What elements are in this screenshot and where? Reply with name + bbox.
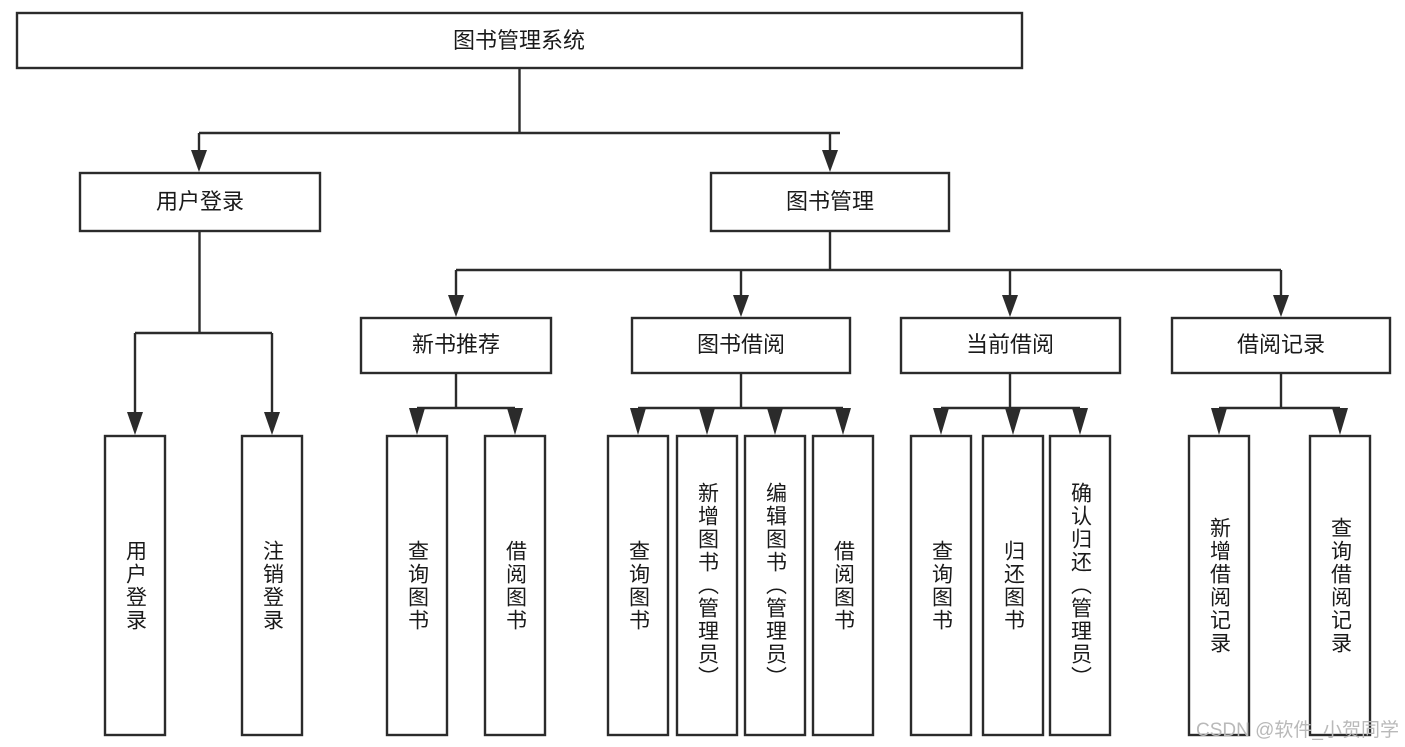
node-leaf-confirm-return[interactable]: 确认归还（管理员）	[1048, 434, 1112, 737]
node-current-borrow[interactable]: 当前借阅	[899, 316, 1122, 375]
arrowhead-book-manage	[822, 150, 838, 172]
node-user-login-rect[interactable]	[78, 171, 322, 233]
arrowhead-new-book-recommend	[448, 295, 464, 317]
node-leaf-edit-book[interactable]: 编辑图书（管理员）	[743, 434, 807, 737]
node-leaf-query-book-2-rect[interactable]	[606, 434, 670, 737]
node-leaf-return-book-label: 归还图书	[1001, 539, 1025, 632]
node-leaf-user-logout[interactable]: 注销登录	[240, 434, 304, 737]
node-leaf-edit-book-label: 编辑图书（管理员）	[763, 482, 787, 689]
node-borrow-record-rect[interactable]	[1170, 316, 1392, 375]
node-new-book-recommend[interactable]: 新书推荐	[359, 316, 553, 375]
node-leaf-add-record[interactable]: 新增借阅记录	[1187, 434, 1251, 737]
arrowhead-book-borrow	[733, 295, 749, 317]
arrowhead-current-borrow	[1002, 295, 1018, 317]
arrowhead-leaf-confirm-return	[1072, 408, 1088, 435]
arrowhead-leaf-user-login	[127, 412, 143, 435]
node-new-book-recommend-label: 新书推荐	[412, 332, 500, 357]
node-leaf-query-book-2-label: 查询图书	[626, 539, 650, 632]
node-current-borrow-label: 当前借阅	[966, 332, 1054, 357]
node-borrow-record-label: 借阅记录	[1237, 332, 1325, 357]
node-root[interactable]: 图书管理系统	[15, 11, 1024, 70]
node-leaf-query-book-1[interactable]: 查询图书	[385, 434, 449, 737]
arrowhead-borrow-record	[1273, 295, 1289, 317]
node-book-manage-label: 图书管理	[786, 189, 874, 214]
connector-group	[127, 68, 1348, 435]
node-leaf-query-book-1-rect[interactable]	[385, 434, 449, 737]
node-leaf-borrow-book-1[interactable]: 借阅图书	[483, 434, 547, 737]
node-leaf-query-book-3-rect[interactable]	[909, 434, 973, 737]
node-leaf-edit-book-rect[interactable]	[743, 434, 807, 737]
node-leaf-add-book[interactable]: 新增图书（管理员）	[675, 434, 739, 737]
arrowhead-leaf-query-book-2	[630, 408, 646, 435]
node-leaf-user-login-label: 用户登录	[123, 539, 147, 632]
node-user-login[interactable]: 用户登录	[78, 171, 322, 233]
node-root-label: 图书管理系统	[453, 28, 585, 53]
node-leaf-borrow-book-2[interactable]: 借阅图书	[811, 434, 875, 737]
arrowhead-leaf-query-record	[1332, 408, 1348, 435]
node-leaf-query-record-rect[interactable]	[1308, 434, 1372, 737]
node-leaf-add-record-label: 新增借阅记录	[1207, 516, 1231, 655]
node-leaf-borrow-book-2-label: 借阅图书	[831, 539, 855, 632]
node-leaf-query-book-3-label: 查询图书	[929, 539, 953, 632]
arrowhead-leaf-add-book	[699, 408, 715, 435]
arrowhead-leaf-borrow-book-1	[507, 408, 523, 435]
node-book-manage[interactable]: 图书管理	[709, 171, 951, 233]
node-leaf-query-record-label: 查询借阅记录	[1328, 516, 1352, 655]
node-user-login-label: 用户登录	[156, 189, 244, 214]
node-borrow-record[interactable]: 借阅记录	[1170, 316, 1392, 375]
node-leaf-user-login[interactable]: 用户登录	[103, 434, 167, 737]
node-new-book-recommend-rect[interactable]	[359, 316, 553, 375]
node-leaf-borrow-book-1-rect[interactable]	[483, 434, 547, 737]
node-leaf-return-book[interactable]: 归还图书	[981, 434, 1045, 737]
arrowhead-leaf-return-book	[1005, 408, 1021, 435]
node-root-rect[interactable]	[15, 11, 1024, 70]
arrowhead-leaf-user-logout	[264, 412, 280, 435]
node-book-manage-rect[interactable]	[709, 171, 951, 233]
node-leaf-add-record-rect[interactable]	[1187, 434, 1251, 737]
node-leaf-return-book-rect[interactable]	[981, 434, 1045, 737]
node-book-borrow-label: 图书借阅	[697, 332, 785, 357]
node-leaf-borrow-book-2-rect[interactable]	[811, 434, 875, 737]
node-leaf-query-book-3[interactable]: 查询图书	[909, 434, 973, 737]
arrowhead-leaf-query-book-1	[409, 408, 425, 435]
node-leaf-borrow-book-1-label: 借阅图书	[503, 539, 527, 632]
arrowhead-leaf-add-record	[1211, 408, 1227, 435]
node-leaf-user-login-rect[interactable]	[103, 434, 167, 737]
arrowhead-leaf-borrow-book-2	[835, 408, 851, 435]
node-leaf-user-logout-rect[interactable]	[240, 434, 304, 737]
node-book-borrow-rect[interactable]	[630, 316, 852, 375]
node-leaf-user-logout-label: 注销登录	[260, 539, 284, 632]
node-leaf-confirm-return-rect[interactable]	[1048, 434, 1112, 737]
node-leaf-query-book-2[interactable]: 查询图书	[606, 434, 670, 737]
arrowhead-leaf-edit-book	[767, 408, 783, 435]
node-leaf-add-book-rect[interactable]	[675, 434, 739, 737]
node-leaf-query-book-1-label: 查询图书	[405, 539, 429, 632]
arrowhead-user-login	[191, 150, 207, 172]
node-leaf-add-book-label: 新增图书（管理员）	[695, 482, 719, 689]
node-book-borrow[interactable]: 图书借阅	[630, 316, 852, 375]
node-current-borrow-rect[interactable]	[899, 316, 1122, 375]
node-leaf-confirm-return-label: 确认归还（管理员）	[1068, 482, 1092, 689]
arrowhead-leaf-query-book-3	[933, 408, 949, 435]
node-leaf-query-record[interactable]: 查询借阅记录	[1308, 434, 1372, 737]
